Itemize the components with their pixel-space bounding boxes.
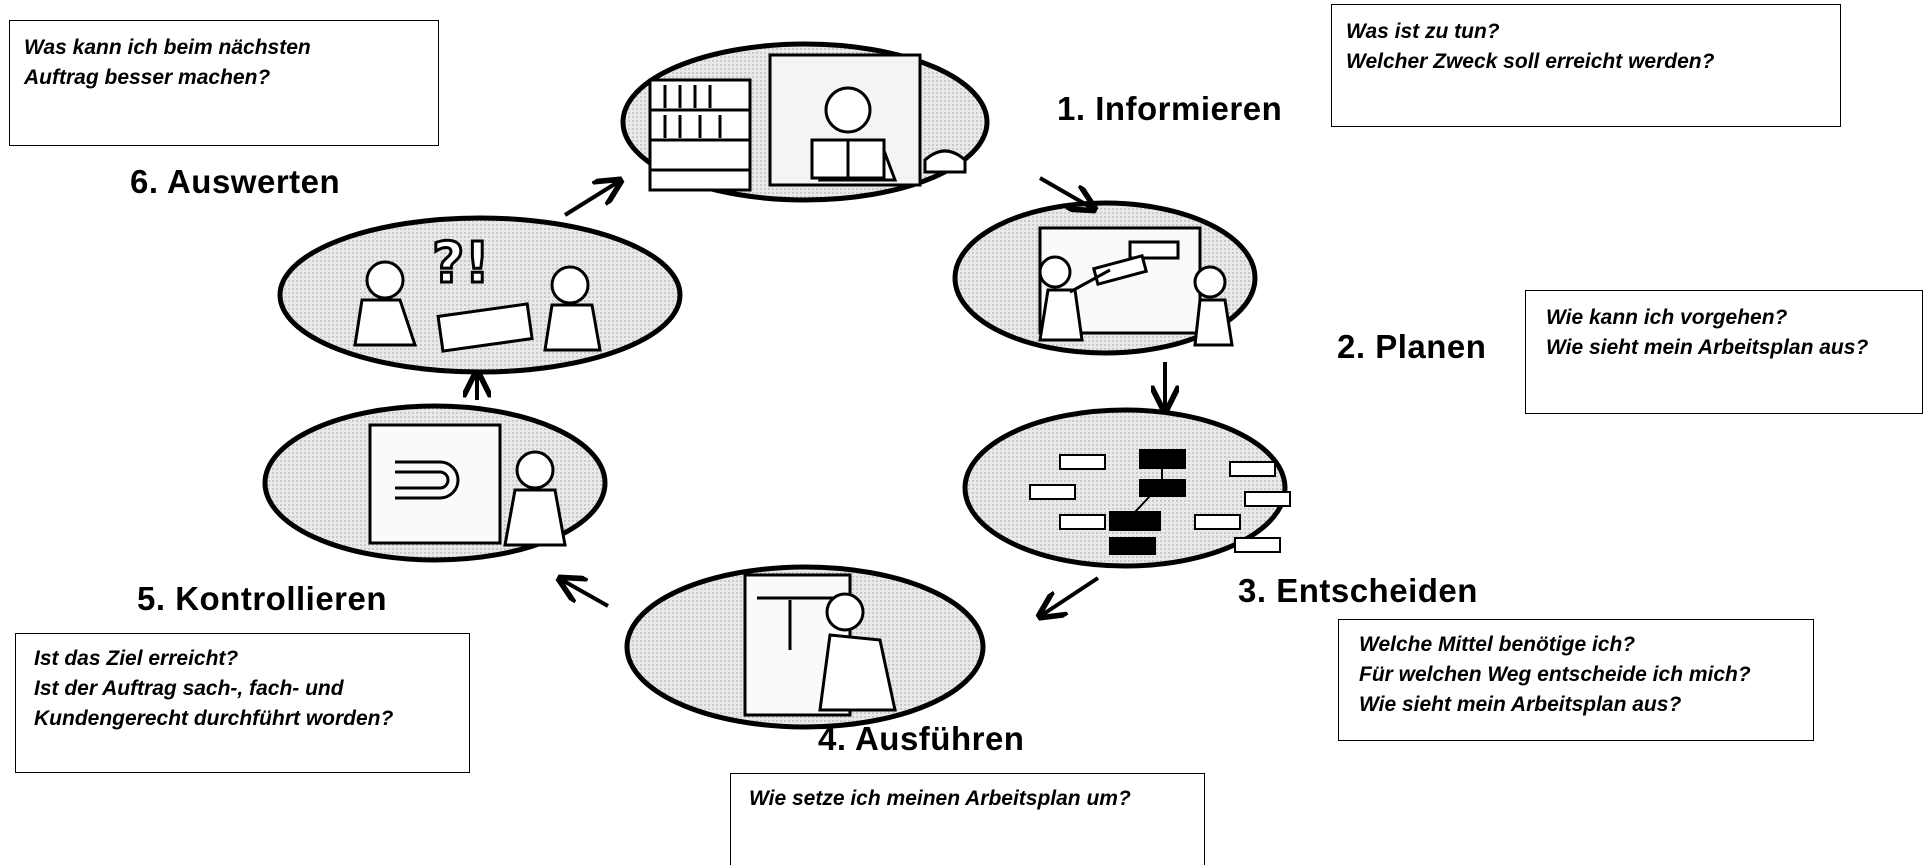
decision-board-icon	[1029, 449, 1291, 555]
question-line: Für welchen Weg entscheide ich mich?	[1359, 663, 1751, 686]
discussing-people-icon	[353, 260, 602, 353]
question-line: Kundengerecht durchführt worden?	[34, 707, 394, 730]
question-line: Ist das Ziel erreicht?	[34, 647, 239, 670]
question-box-auswerten: Was kann ich beim nächsten Auftrag besse…	[9, 20, 439, 146]
question-box-planen: Wie kann ich vorgehen? Wie sieht mein Ar…	[1525, 290, 1923, 414]
question-box-ausfuehren: Wie setze ich meinen Arbeitsplan um?	[730, 773, 1205, 865]
cycle-arrows	[477, 178, 1165, 615]
step-label-planen: 2. Planen	[1337, 328, 1487, 365]
informieren-illustration	[620, 41, 990, 203]
working-person-icon	[743, 573, 897, 717]
bookshelf-icon	[648, 78, 752, 192]
question-line: Auftrag besser machen?	[24, 66, 271, 89]
arrow-auswerten-informieren	[563, 182, 618, 217]
telephone-icon	[923, 149, 967, 174]
planen-illustration	[952, 200, 1258, 356]
question-line: Welcher Zweck soll erreicht werden?	[1346, 50, 1715, 73]
step-label-entscheiden: 3. Entscheiden	[1238, 572, 1478, 609]
question-line: Ist der Auftrag sach-, fach- und	[34, 677, 344, 700]
auswerten-illustration: ?!	[277, 215, 683, 375]
step-label-auswerten: 6. Auswerten	[130, 163, 341, 200]
question-line: Was kann ich beim nächsten	[24, 36, 311, 59]
question-line: Wie kann ich vorgehen?	[1546, 306, 1788, 329]
kontrollieren-illustration	[262, 403, 608, 563]
arrow-entscheiden-ausfuehren	[1042, 576, 1100, 615]
entscheiden-illustration	[962, 407, 1291, 569]
ausfuehren-illustration	[624, 564, 986, 730]
question-box-kontrollieren: Ist das Ziel erreicht? Ist der Auftrag s…	[15, 633, 470, 773]
question-box-entscheiden: Welche Mittel benötige ich? Für welchen …	[1338, 619, 1814, 741]
question-line: Was ist zu tun?	[1346, 20, 1500, 43]
question-box-informieren: Was ist zu tun? Welcher Zweck soll errei…	[1331, 4, 1841, 127]
question-line: Wie sieht mein Arbeitsplan aus?	[1546, 336, 1869, 359]
question-line: Welche Mittel benötige ich?	[1359, 633, 1636, 656]
step-label-kontrollieren: 5. Kontrollieren	[137, 580, 388, 617]
reading-person-icon	[768, 53, 922, 187]
checking-person-icon	[368, 423, 567, 547]
step-label-ausfuehren: 4. Ausführen	[818, 720, 1025, 757]
arrow-ausfuehren-kontrollieren	[562, 580, 609, 608]
question-exclamation-marks: ?!	[432, 231, 490, 296]
arrow-informieren-planen	[1039, 176, 1092, 208]
question-line: Wie sieht mein Arbeitsplan aus?	[1359, 693, 1682, 716]
step-label-informieren: 1. Informieren	[1057, 90, 1283, 127]
question-line: Wie setze ich meinen Arbeitsplan um?	[749, 787, 1131, 810]
